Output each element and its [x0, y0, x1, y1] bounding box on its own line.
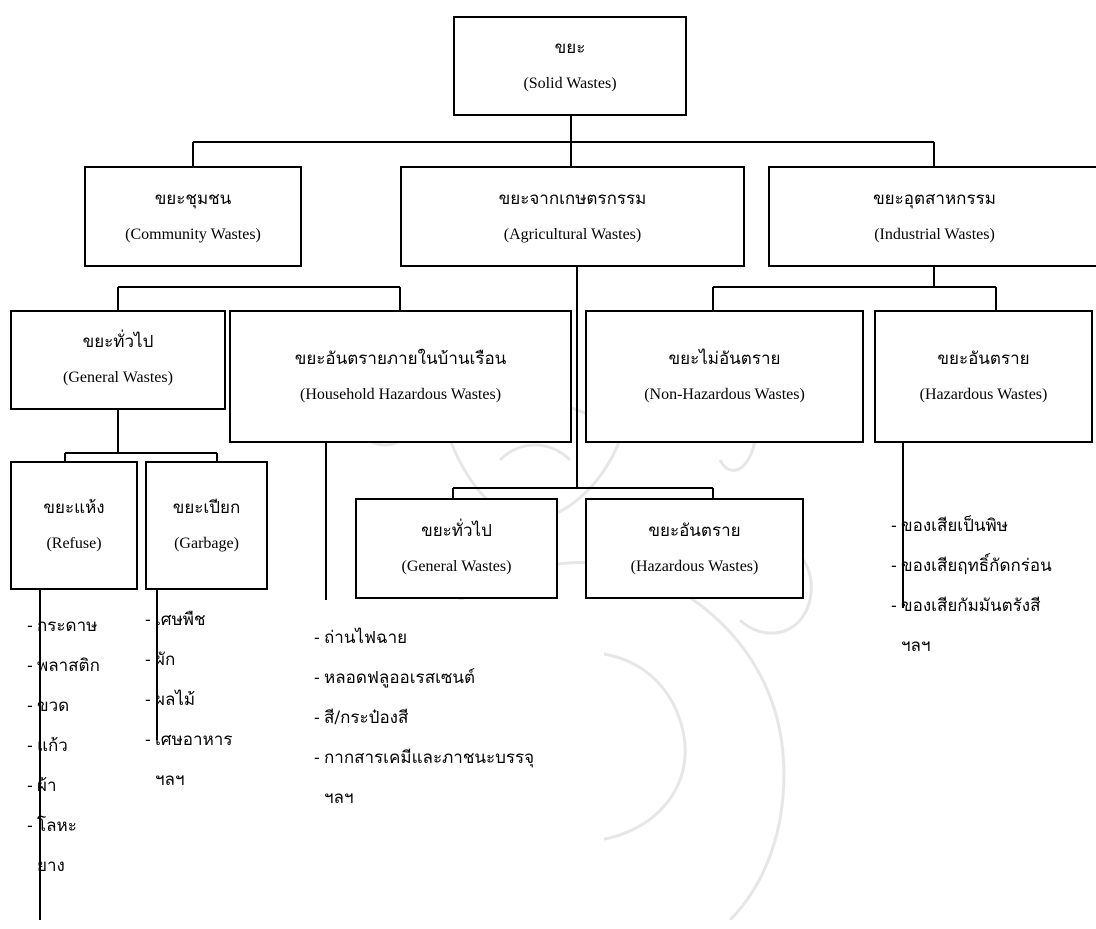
agricultural-hazardous-english-label: (Hazardous Wastes) — [630, 557, 759, 575]
list-item: ฯลฯ — [155, 770, 185, 790]
agricultural-hazardous-thai-label: ขยะอันตราย — [648, 520, 741, 541]
household-hazardous-thai-label: ขยะอันตรายภายในบ้านเรือน — [294, 348, 507, 369]
list-item: กระดาษ — [27, 606, 100, 646]
hazardous-wastes-node: ขยะอันตราย (Hazardous Wastes) — [874, 310, 1093, 443]
list-item: ของเสียฤทธิ์กัดกร่อน — [891, 546, 1052, 586]
community-wastes-node: ขยะชุมชน (Community Wastes) — [84, 166, 302, 267]
industrial-wastes-thai-label: ขยะอุตสาหกรรม — [873, 188, 996, 209]
community-wastes-thai-label: ขยะชุมชน — [154, 188, 232, 209]
list-item: ของเสียกัมมันตรังสี — [891, 586, 1052, 626]
agricultural-wastes-english-label: (Agricultural Wastes) — [503, 225, 642, 243]
agricultural-general-english-label: (General Wastes) — [401, 557, 512, 575]
root-node-thai-label: ขยะ — [554, 38, 586, 58]
list-item: โลหะ — [27, 806, 100, 846]
household-hazardous-english-label: (Household Hazardous Wastes) — [299, 385, 502, 403]
list-item: ยาง — [37, 856, 65, 876]
list-item: ถ่านไฟฉาย — [314, 618, 534, 658]
industrial-wastes-node: ขยะอุตสาหกรรม (Industrial Wastes) — [768, 166, 1096, 267]
agricultural-wastes-thai-label: ขยะจากเกษตรกรรม — [498, 188, 647, 209]
list-item: ฯลฯ — [324, 788, 354, 808]
agricultural-wastes-node: ขยะจากเกษตรกรรม (Agricultural Wastes) — [400, 166, 745, 267]
non-hazardous-wastes-node: ขยะไม่อันตราย (Non-Hazardous Wastes) — [585, 310, 864, 443]
refuse-node: ขยะแห้ง (Refuse) — [10, 461, 138, 590]
list-item: พลาสติก — [27, 646, 100, 686]
garbage-english-label: (Garbage) — [174, 534, 239, 552]
list-item: สี/กระป๋องสี — [314, 698, 534, 738]
household-hazardous-items-list: ถ่านไฟฉาย หลอดฟลูออเรสเซนต์ สี/กระป๋องสี… — [314, 618, 534, 818]
garbage-items-list: เศษพืช ผัก ผลไม้ เศษอาหาร ฯลฯ — [145, 555, 232, 800]
hazardous-english-label: (Hazardous Wastes) — [919, 385, 1048, 403]
hazardous-items-list: ของเสียเป็นพิษ ของเสียฤทธิ์กัดกร่อน ของเ… — [891, 506, 1052, 666]
community-wastes-english-label: (Community Wastes) — [125, 225, 261, 243]
agricultural-general-wastes-node: ขยะทั่วไป (General Wastes) — [355, 498, 558, 599]
garbage-node: ขยะเปียก (Garbage) — [145, 461, 268, 590]
refuse-items-list: กระดาษ พลาสติก ขวด แก้ว ผ้า โลหะ ยาง — [27, 606, 100, 886]
non-hazardous-thai-label: ขยะไม่อันตราย — [668, 348, 781, 369]
general-wastes-node: ขยะทั่วไป (General Wastes) — [10, 310, 226, 410]
refuse-english-label: (Refuse) — [46, 534, 102, 552]
refuse-thai-label: ขยะแห้ง — [43, 497, 105, 518]
list-item: เศษอาหาร — [145, 720, 232, 760]
non-hazardous-english-label: (Non-Hazardous Wastes) — [644, 385, 805, 403]
list-item: ฯลฯ — [901, 636, 931, 656]
list-item: ของเสียเป็นพิษ — [891, 506, 1052, 546]
list-item: ผัก — [145, 640, 232, 680]
general-wastes-english-label: (General Wastes) — [63, 369, 173, 386]
agricultural-general-thai-label: ขยะทั่วไป — [421, 520, 492, 541]
list-item: แก้ว — [27, 726, 100, 766]
garbage-thai-label: ขยะเปียก — [172, 497, 241, 518]
agricultural-hazardous-wastes-node: ขยะอันตราย (Hazardous Wastes) — [585, 498, 804, 599]
list-item: ขวด — [27, 686, 100, 726]
list-item: เศษพืช — [145, 600, 232, 640]
list-item: ผ้า — [27, 766, 100, 806]
industrial-wastes-english-label: (Industrial Wastes) — [874, 225, 995, 243]
hazardous-thai-label: ขยะอันตราย — [937, 348, 1030, 369]
list-item: ผลไม้ — [145, 680, 232, 720]
household-hazardous-wastes-node: ขยะอันตรายภายในบ้านเรือน (Household Haza… — [229, 310, 572, 443]
root-node: ขยะ (Solid Wastes) — [453, 16, 687, 116]
general-wastes-thai-label: ขยะทั่วไป — [82, 332, 154, 352]
list-item: หลอดฟลูออเรสเซนต์ — [314, 658, 534, 698]
root-node-english-label: (Solid Wastes) — [523, 75, 617, 92]
list-item: กากสารเคมีและภาชนะบรรจุ — [314, 738, 534, 778]
